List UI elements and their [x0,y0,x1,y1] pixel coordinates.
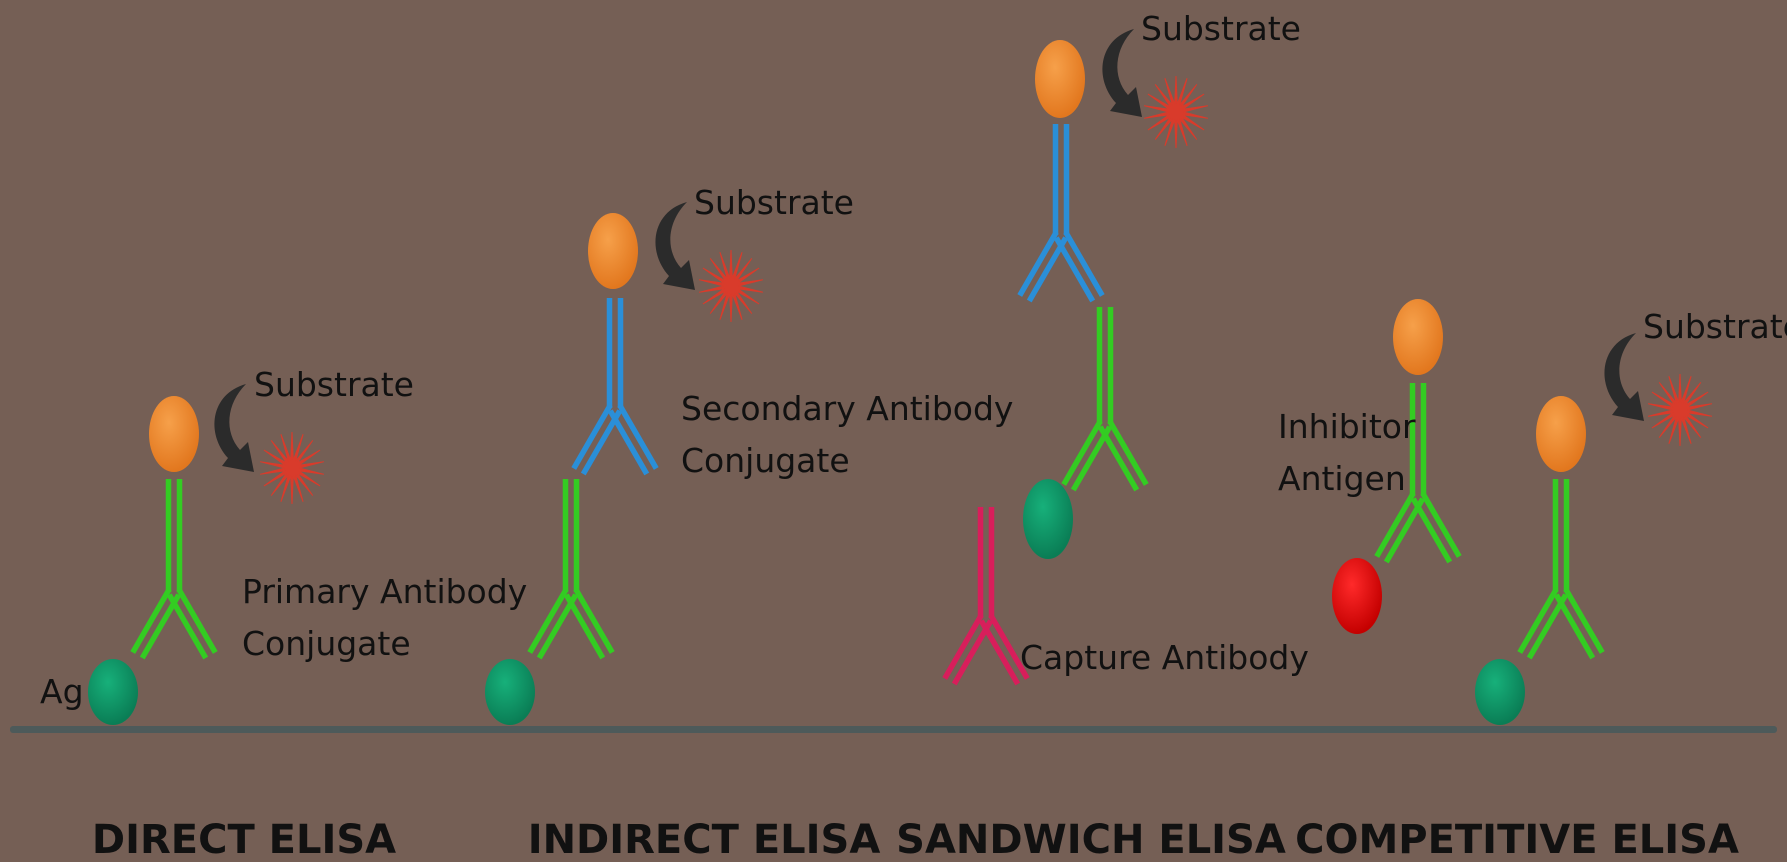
title-indirect-elisa: INDIRECT ELISA [528,817,881,862]
enzyme-competitive [1536,396,1586,472]
antigen-indirect [485,659,535,725]
enzyme-indirect [588,213,638,289]
label-substrate-sandwich: Substrate [1141,9,1301,48]
enzyme-direct [149,396,199,472]
enzyme-sandwich [1035,40,1085,118]
label-primary-antibody-2: Conjugate [242,624,411,663]
label-substrate-competitive: Substrate [1643,307,1787,346]
plate-surface-line [10,726,1777,733]
antigen-competitive [1475,659,1525,725]
title-direct-elisa: DIRECT ELISA [92,817,396,862]
label-ag: Ag [40,672,84,711]
label-substrate-direct: Substrate [254,365,414,404]
label-inhibitor-2: Antigen [1278,459,1406,498]
label-secondary-antibody-2: Conjugate [681,441,850,480]
title-competitive-elisa: COMPETITIVE ELISA [1295,817,1739,862]
enzyme-inhibitor [1393,299,1443,375]
title-sandwich-elisa: SANDWICH ELISA [896,817,1286,862]
antigen-sandwich [1023,479,1073,559]
label-substrate-indirect: Substrate [694,183,854,222]
label-inhibitor-1: Inhibitor [1278,407,1416,446]
label-capture-antibody: Capture Antibody [1020,638,1309,677]
inhibitor-antigen [1332,558,1382,634]
label-primary-antibody-1: Primary Antibody [242,572,527,611]
antigen-direct [88,659,138,725]
label-secondary-antibody-1: Secondary Antibody [681,389,1013,428]
